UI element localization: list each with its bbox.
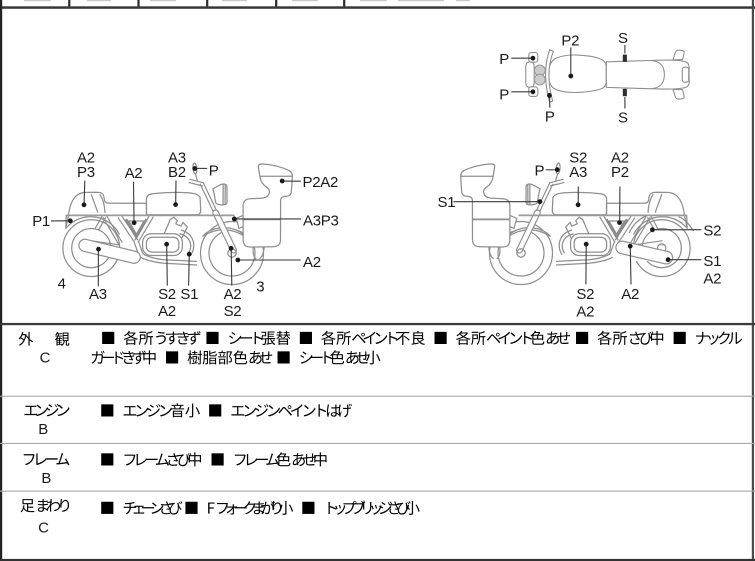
svg-text:A2: A2 xyxy=(576,304,594,321)
svg-text:A2: A2 xyxy=(611,149,629,166)
svg-text:S1: S1 xyxy=(438,194,456,211)
svg-text:S: S xyxy=(618,109,628,126)
svg-text:P2: P2 xyxy=(561,33,579,50)
svg-text:S2: S2 xyxy=(224,303,242,320)
svg-text:C: C xyxy=(38,520,49,537)
svg-text:S1: S1 xyxy=(703,253,721,270)
svg-text:P2A2: P2A2 xyxy=(303,174,339,191)
svg-text:A2: A2 xyxy=(621,286,639,303)
svg-text:A3: A3 xyxy=(89,286,107,303)
svg-text:P: P xyxy=(535,162,545,179)
svg-text:B2: B2 xyxy=(168,164,186,181)
svg-text:S1: S1 xyxy=(180,286,198,303)
svg-text:P: P xyxy=(209,162,219,179)
svg-text:B: B xyxy=(38,421,48,438)
svg-text:A3P3: A3P3 xyxy=(303,212,339,229)
svg-text:3: 3 xyxy=(256,278,264,295)
svg-text:A3: A3 xyxy=(168,149,186,166)
svg-text:S2: S2 xyxy=(703,222,721,239)
svg-text:P: P xyxy=(499,51,509,68)
svg-text:P1: P1 xyxy=(32,213,50,230)
svg-text:A2: A2 xyxy=(303,254,321,271)
svg-text:S2: S2 xyxy=(569,149,587,166)
svg-text:S2: S2 xyxy=(576,286,594,303)
svg-text:C: C xyxy=(40,350,51,367)
svg-text:P: P xyxy=(545,109,555,126)
svg-text:A2: A2 xyxy=(125,165,143,182)
svg-text:A2: A2 xyxy=(224,286,242,303)
svg-text:4: 4 xyxy=(58,275,66,292)
svg-text:P3: P3 xyxy=(77,164,95,181)
svg-text:B: B xyxy=(41,470,51,487)
svg-text:A2: A2 xyxy=(77,149,95,166)
svg-text:A2: A2 xyxy=(703,270,721,287)
svg-text:S2: S2 xyxy=(158,286,176,303)
svg-text:A2: A2 xyxy=(158,303,176,320)
svg-text:P2: P2 xyxy=(611,164,629,181)
svg-text:A3: A3 xyxy=(569,164,587,181)
svg-text:S: S xyxy=(618,30,628,47)
svg-text:P: P xyxy=(499,86,509,103)
